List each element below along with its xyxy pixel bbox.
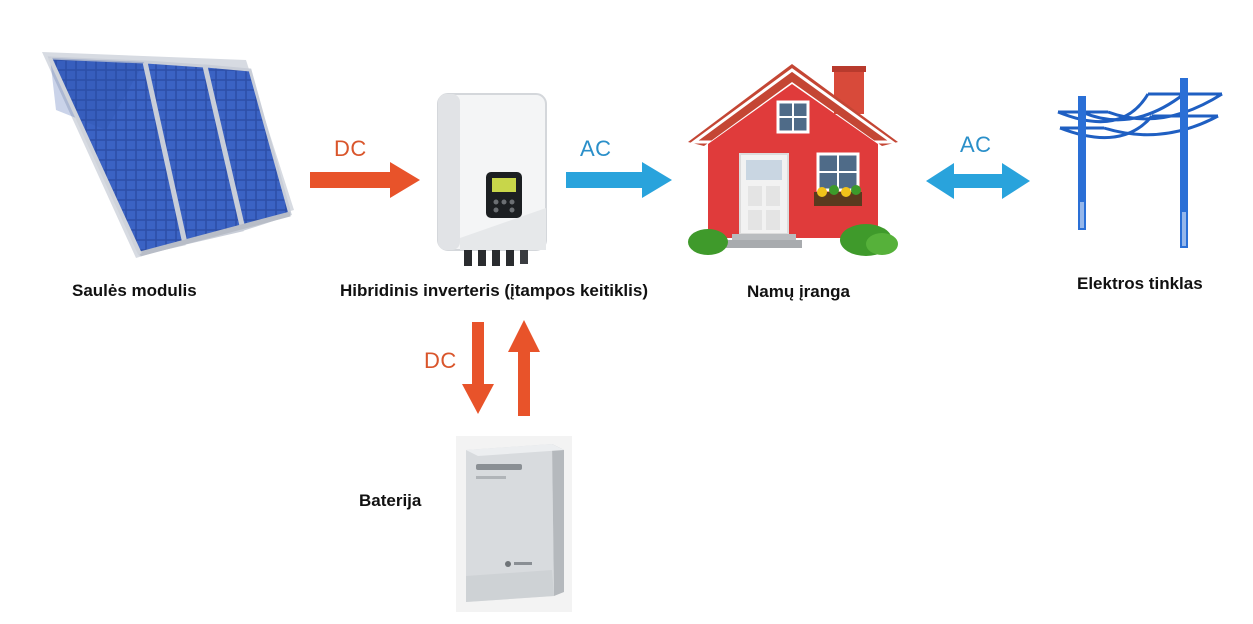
battery-image	[456, 436, 572, 612]
home-equipment-image	[686, 60, 900, 256]
dc-arrow-up	[506, 320, 542, 416]
ac-bidirectional-arrow	[926, 162, 1030, 200]
hybrid-inverter-image	[428, 88, 558, 270]
ac-flow-label-home: AC	[580, 136, 612, 161]
dc-flow-label: DC	[334, 136, 367, 161]
ac-flow-label-grid: AC	[960, 132, 992, 157]
solar-module-label: Saulės modulis	[72, 281, 197, 300]
home-equipment-label: Namų įranga	[747, 282, 850, 301]
solar-panel-image	[36, 40, 298, 262]
dc-flow-label-battery: DC	[424, 348, 457, 373]
hybrid-inverter-label: Hibridinis inverteris (įtampos keitiklis…	[340, 281, 648, 300]
dc-arrow-down	[460, 322, 496, 416]
battery-label: Baterija	[359, 491, 422, 510]
power-grid-image	[1052, 72, 1232, 254]
power-grid-label: Elektros tinklas	[1077, 274, 1203, 293]
ac-arrow-right	[566, 160, 674, 200]
dc-arrow-right	[310, 160, 422, 200]
